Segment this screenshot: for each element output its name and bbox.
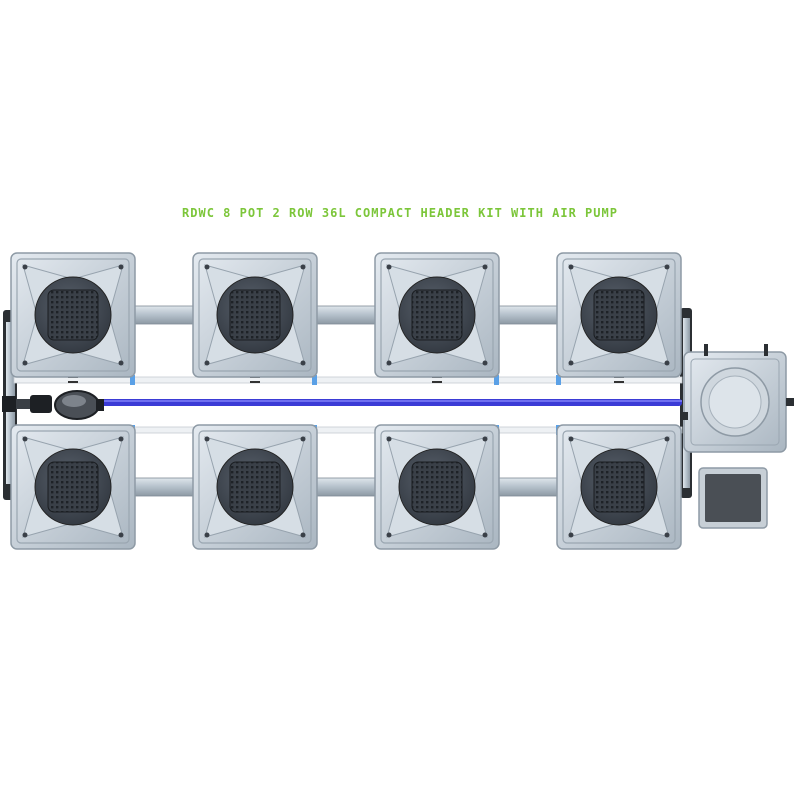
corner-screw	[300, 532, 306, 538]
feed-line-1	[13, 376, 683, 384]
corner-screw	[386, 532, 392, 538]
net-pot-mesh	[47, 289, 99, 341]
corner-screw	[300, 264, 306, 270]
pot-rim	[198, 258, 312, 372]
corner-screw	[204, 532, 210, 538]
net-pot-mesh	[47, 461, 99, 513]
header-tank-outlet	[786, 398, 794, 406]
corner-screw	[386, 360, 392, 366]
inline-pump-highlight	[62, 395, 86, 407]
corner-screw	[482, 532, 488, 538]
air-pump	[698, 467, 768, 529]
corner-screw	[568, 436, 574, 442]
pot-rim	[16, 430, 130, 544]
pot-1	[10, 252, 136, 378]
corner-screw	[22, 360, 28, 366]
corner-screw	[568, 264, 574, 270]
pot-4	[556, 252, 682, 378]
pot-rim	[198, 430, 312, 544]
header-tank-post	[704, 344, 708, 356]
inline-pump-coupler	[30, 395, 52, 413]
corner-screw	[300, 360, 306, 366]
pot-5	[10, 424, 136, 550]
corner-screw	[204, 360, 210, 366]
line-marker	[614, 381, 624, 383]
corner-screw	[300, 436, 306, 442]
corner-screw	[386, 264, 392, 270]
pot-group	[10, 252, 682, 550]
pot-8	[556, 424, 682, 550]
corner-screw	[204, 436, 210, 442]
corner-screw	[664, 264, 670, 270]
inline-pump	[2, 390, 104, 420]
line-marker	[68, 381, 78, 383]
net-pot-mesh	[411, 461, 463, 513]
corner-screw	[482, 436, 488, 442]
inline-pump-outlet	[96, 399, 104, 411]
net-pot-mesh	[229, 461, 281, 513]
corner-screw	[118, 264, 124, 270]
air-pump-top	[705, 474, 761, 522]
net-pot-mesh	[229, 289, 281, 341]
pot-rim	[380, 258, 494, 372]
pot-rim	[16, 258, 130, 372]
corner-screw	[118, 436, 124, 442]
corner-screw	[568, 360, 574, 366]
header-tank-inlet	[680, 412, 688, 420]
corner-screw	[204, 264, 210, 270]
corner-screw	[22, 264, 28, 270]
header-tank-post	[764, 344, 768, 356]
pot-2	[192, 252, 318, 378]
corner-screw	[664, 532, 670, 538]
net-pot-mesh	[593, 461, 645, 513]
corner-screw	[22, 532, 28, 538]
equipment-group	[2, 344, 794, 529]
inline-pump-fitting	[2, 396, 16, 412]
net-pot-mesh	[411, 289, 463, 341]
corner-screw	[118, 532, 124, 538]
pot-rim	[562, 258, 676, 372]
line-clip	[494, 375, 499, 385]
corner-screw	[482, 264, 488, 270]
line-marker	[432, 381, 442, 383]
line-clip	[312, 375, 317, 385]
line-clip	[130, 375, 135, 385]
line-marker	[250, 381, 260, 383]
pot-7	[374, 424, 500, 550]
corner-screw	[118, 360, 124, 366]
inline-pump-adapter	[16, 399, 30, 409]
line-clip	[556, 375, 561, 385]
corner-screw	[22, 436, 28, 442]
pot-rim	[562, 430, 676, 544]
pot-rim	[380, 430, 494, 544]
header-tank	[680, 344, 794, 453]
corner-screw	[664, 360, 670, 366]
pot-3	[374, 252, 500, 378]
air-line-highlight	[60, 400, 682, 402]
diagram-title: RDWC 8 POT 2 ROW 36L COMPACT HEADER KIT …	[182, 206, 618, 220]
corner-screw	[664, 436, 670, 442]
header-tank-lid-inner	[708, 375, 762, 429]
corner-screw	[482, 360, 488, 366]
header-tank-rim	[690, 358, 780, 446]
corner-screw	[568, 532, 574, 538]
corner-screw	[386, 436, 392, 442]
net-pot-mesh	[593, 289, 645, 341]
pot-6	[192, 424, 318, 550]
